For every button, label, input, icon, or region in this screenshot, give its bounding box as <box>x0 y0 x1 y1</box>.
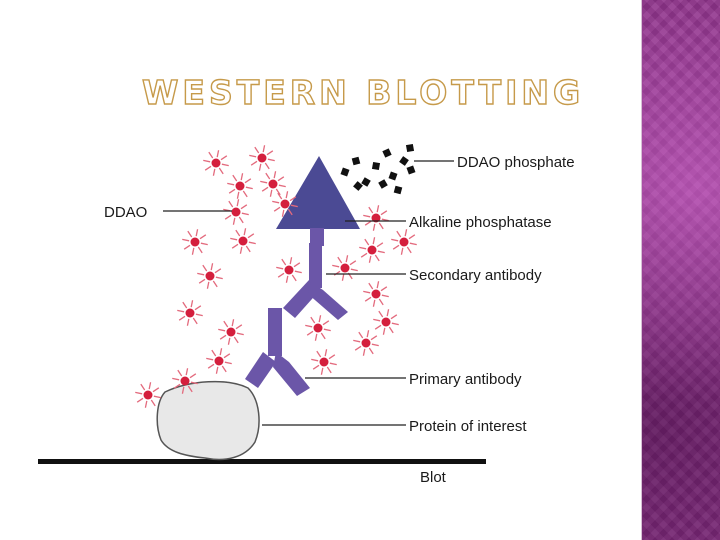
ddao-molecule <box>305 315 331 341</box>
ddao-phosphate-molecule <box>388 171 398 181</box>
ddao-molecule <box>203 150 229 176</box>
blot-label: Blot <box>420 469 447 486</box>
primary-antibody-shape <box>245 308 310 396</box>
ddao-phosphate-molecule <box>361 177 371 187</box>
secondary-antibody-label: Secondary antibody <box>409 267 542 284</box>
ddao-molecule <box>276 257 302 283</box>
ddao-molecule <box>227 173 253 199</box>
ddao-molecule <box>260 171 286 197</box>
ddao-phosphate-molecule <box>399 156 409 166</box>
ddao-molecule <box>177 300 203 326</box>
leader-lines <box>163 160 454 426</box>
ddao-phosphate-molecule <box>382 148 392 158</box>
ddao-phosphate-molecule <box>340 167 350 177</box>
ddao-phosphate-label: DDAO phosphate <box>457 154 575 171</box>
ddao-phosphate-molecule <box>371 161 381 171</box>
ddao-molecule <box>230 228 256 254</box>
ddao-phosphate-molecule <box>353 181 363 191</box>
ddao-molecule <box>311 349 337 375</box>
western-blot-diagram: DDAO DDAO phosphate Alkaline phosphatase… <box>38 143 575 486</box>
ddao-molecule <box>359 237 385 263</box>
protein-of-interest-label: Protein of interest <box>409 418 527 435</box>
ddao-molecule <box>206 348 232 374</box>
blot-line <box>38 459 486 464</box>
ddao-phosphate-molecule <box>351 156 361 166</box>
ddao-phosphate-molecule <box>393 185 403 195</box>
ddao-label: DDAO <box>104 204 147 221</box>
decorative-side-band <box>641 0 720 540</box>
ddao-molecule <box>218 319 244 345</box>
ddao-molecule <box>223 199 249 225</box>
ddao-molecule <box>363 281 389 307</box>
alkaline-phosphatase-label: Alkaline phosphatase <box>409 214 552 231</box>
primary-antibody-label: Primary antibody <box>409 371 522 388</box>
ddao-molecules <box>135 145 417 408</box>
ddao-molecule <box>353 330 379 356</box>
ddao-molecule <box>249 145 275 171</box>
side-band-divider <box>641 0 642 540</box>
ddao-phosphate-molecule <box>405 143 415 153</box>
ddao-phosphate-molecules <box>340 143 416 195</box>
ddao-phosphate-molecule <box>378 179 388 189</box>
ddao-molecule <box>197 263 223 289</box>
ddao-molecule <box>272 191 298 217</box>
ddao-molecule <box>182 229 208 255</box>
ddao-molecule <box>332 255 358 281</box>
ddao-molecule <box>172 368 198 394</box>
ddao-molecule <box>391 229 417 255</box>
ddao-molecule <box>373 309 399 335</box>
ddao-molecule <box>363 205 389 231</box>
ddao-phosphate-molecule <box>406 165 416 175</box>
secondary-antibody-shape <box>283 243 348 320</box>
protein-of-interest-shape <box>156 380 260 461</box>
slide-title: WESTERN BLOTTING <box>141 73 585 112</box>
alkaline-phosphatase-shape <box>276 156 360 246</box>
ddao-molecule <box>135 382 161 408</box>
